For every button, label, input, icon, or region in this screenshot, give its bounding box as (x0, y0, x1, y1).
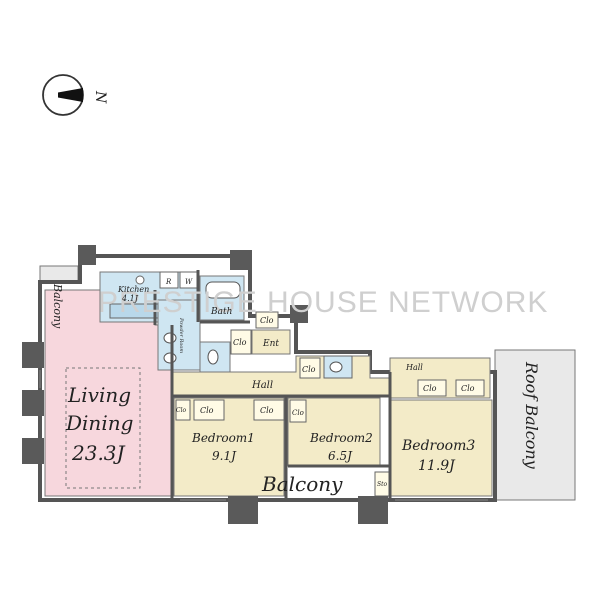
roof-balcony-label: Roof Balcony (522, 361, 541, 470)
living-label-line2: Dining (65, 411, 133, 435)
watermark-text: PRESTIGE HOUSE NETWORK (98, 286, 548, 319)
toilet-icon (207, 349, 219, 365)
windows (39, 370, 488, 501)
bedroom1-closet-c-label: Clo (260, 406, 274, 415)
bathtub-icon (205, 281, 241, 299)
partition-walls (153, 270, 392, 500)
bedroom1-closet-b (193, 399, 225, 421)
powder-room-label: Powder Room (178, 317, 184, 353)
refrigerator-box (159, 271, 179, 289)
hall2-closet-b (455, 379, 485, 397)
refrigerator-label: R (165, 278, 172, 286)
living-dining-rug (65, 367, 141, 489)
bedroom2-closet (289, 399, 307, 423)
bedroom3-label: Bedroom3 (401, 438, 475, 454)
hall2-label: Hall (405, 363, 423, 372)
compass-arrow-tail-icon (44, 91, 58, 99)
ent-label: Ent (262, 339, 279, 349)
bedroom1-closet-a-label: Clo (176, 407, 187, 414)
living-size-label: 23.3J (71, 441, 126, 465)
bedroom2-size-label: 6.5J (328, 449, 353, 463)
hall-toilet-icon (329, 361, 343, 373)
balcony-left-label: Balcony (51, 283, 64, 329)
entrance-closet-side (230, 329, 252, 355)
entrance-closet-side-label: Clo (233, 338, 247, 347)
sink-icon (135, 275, 145, 285)
bedroom1-closet-c (253, 399, 285, 421)
bedroom3-floor (389, 399, 493, 497)
entrance-closet-top-label: Clo (260, 316, 274, 325)
kitchen-label: Kitchen (117, 285, 149, 294)
entrance-closet-top (255, 311, 279, 329)
hall-closet-1 (299, 357, 321, 379)
bedroom1-closet-b-label: Clo (200, 406, 214, 415)
living-label-line1: Living (67, 383, 131, 407)
entrance-floor (251, 329, 291, 355)
bedroom1-label: Bedroom1 (191, 431, 255, 445)
storage-label: Sto (377, 481, 388, 488)
columns (22, 245, 388, 524)
hall-label: Hall (251, 380, 273, 391)
compass-north-label: N (92, 90, 108, 104)
bedroom2-label: Bedroom2 (309, 431, 373, 445)
hall2-closet-b-label: Clo (461, 384, 475, 393)
bedroom2-closet-label: Clo (292, 409, 304, 417)
hall2-closet-a (417, 379, 447, 397)
washbasin2-icon (163, 352, 177, 364)
hall2-closet-a-label: Clo (423, 384, 437, 393)
washer-label: W (185, 278, 193, 286)
hall-closet-1-label: Clo (302, 365, 316, 374)
bedroom3-size-label: 11.9J (418, 458, 456, 474)
balcony-bottom-label: Balcony (261, 472, 343, 496)
bedroom1-size-label: 9.1J (212, 449, 237, 463)
compass-arrow-icon (44, 88, 83, 102)
kitchen-size-label: 4.1J (121, 294, 139, 303)
compass: N (42, 74, 108, 116)
bath-label: Bath (210, 307, 232, 317)
bedroom1-closet-a (175, 399, 191, 421)
washbasin-icon (163, 332, 177, 344)
